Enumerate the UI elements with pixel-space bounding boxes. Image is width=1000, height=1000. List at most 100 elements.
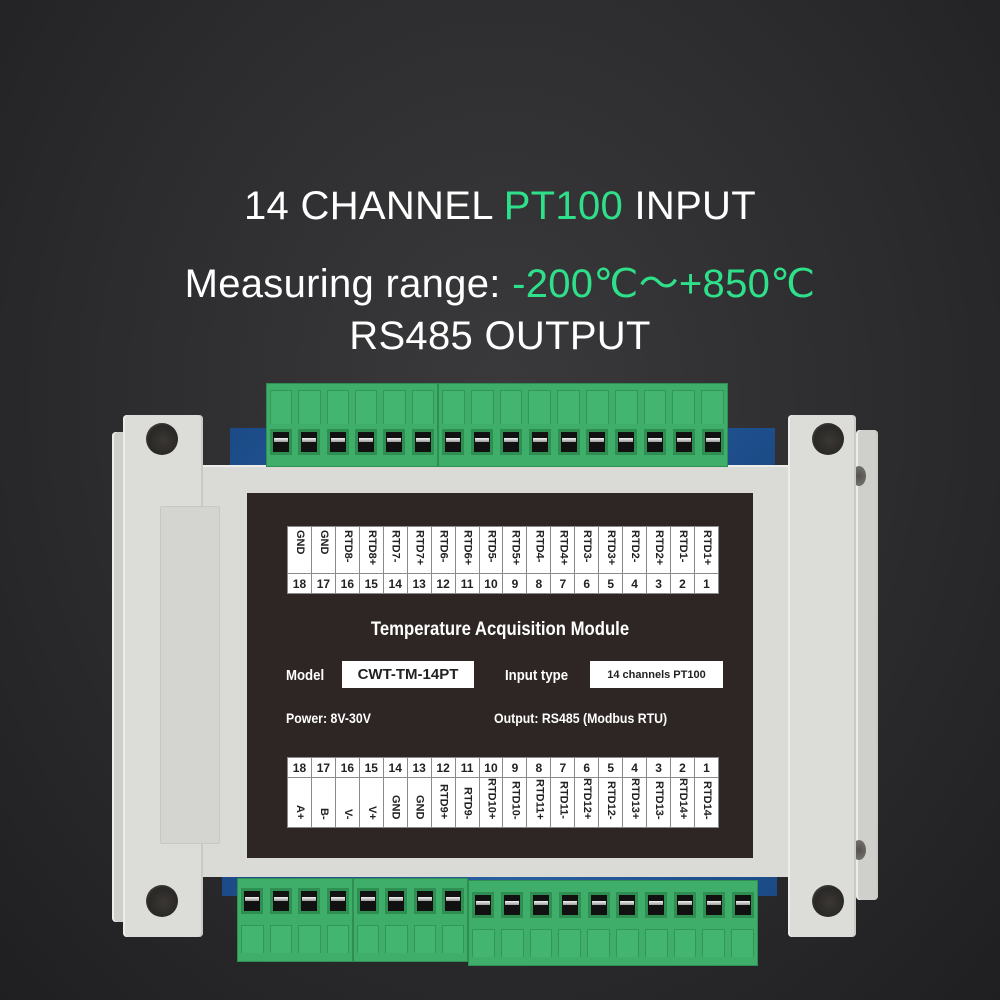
model-label: Model (286, 667, 325, 684)
pin-label: A+ (287, 776, 312, 829)
screw-terminal[interactable] (411, 429, 434, 455)
pin-label: RTD6- (430, 526, 456, 574)
pin-label: RTD6+ (454, 526, 480, 574)
screw-terminal[interactable] (472, 892, 495, 918)
screw-terminal[interactable] (702, 892, 725, 918)
screw-terminal[interactable] (673, 892, 696, 918)
screw-terminal[interactable] (385, 888, 408, 914)
screw-terminal[interactable] (558, 892, 581, 918)
pin-label: RTD12- (598, 776, 624, 829)
pin-label: RTD7+ (406, 526, 432, 574)
screw-terminal[interactable] (701, 429, 724, 455)
pin-label: RTD5- (478, 526, 504, 574)
screw-terminal[interactable] (528, 429, 551, 455)
pin-label: RTD4- (526, 526, 552, 574)
top-pinout-table: GND GND RTD8- RTD8+ RTD7- RTD7+ RTD6- RT… (287, 526, 720, 594)
pin-number: 18 (287, 757, 312, 778)
pin-number: 4 (622, 573, 648, 594)
pin-number: 18 (287, 573, 312, 594)
pin-number: 14 (382, 757, 408, 778)
bottom-pinout-table: 18 17 16 15 14 13 12 11 10 9 8 7 6 5 4 3… (287, 757, 720, 829)
pin-number: 6 (574, 757, 600, 778)
headline-channels: 14 CHANNEL PT100 INPUT (0, 184, 1000, 229)
pin-label: RTD9+ (430, 776, 456, 829)
screw-terminal[interactable] (326, 429, 349, 455)
terminal-block-bottom-3[interactable] (468, 880, 758, 966)
pin-number-row: 18 17 16 15 14 13 12 11 10 9 8 7 6 5 4 3… (287, 757, 720, 778)
screw-terminal[interactable] (326, 888, 349, 914)
input-type-label: Input type (505, 667, 569, 684)
screw-terminal[interactable] (383, 429, 406, 455)
pin-label: RTD1+ (693, 526, 720, 574)
pin-label: V- (334, 776, 360, 829)
pin-label: RTD12+ (574, 776, 600, 829)
pin-number: 6 (574, 573, 600, 594)
pin-number: 9 (502, 573, 528, 594)
pin-number: 5 (598, 757, 624, 778)
screw-terminal[interactable] (587, 892, 610, 918)
screw-terminal[interactable] (298, 429, 321, 455)
pin-name-row: A+ B- V- V+ GND GND RTD9+ RTD9- RTD10+ R… (287, 776, 720, 829)
screw-terminal[interactable] (645, 892, 668, 918)
screw-terminal[interactable] (616, 892, 639, 918)
pin-number: 7 (550, 573, 576, 594)
pin-number: 16 (334, 573, 360, 594)
pin-label: GND (406, 776, 432, 829)
terminal-block-top-right[interactable] (438, 383, 728, 467)
pin-number: 5 (598, 573, 624, 594)
pin-label: RTD9- (454, 776, 480, 829)
screw-terminal[interactable] (269, 888, 292, 914)
screw-terminal[interactable] (615, 429, 638, 455)
pin-number: 1 (693, 573, 720, 594)
headline-output: RS485 OUTPUT (349, 314, 651, 358)
pin-number: 9 (502, 757, 528, 778)
screw-terminal[interactable] (413, 888, 436, 914)
terminal-block-bottom-2[interactable] (353, 878, 468, 962)
headline-sensor-type: PT100 (503, 184, 624, 228)
terminal-block-bottom-1[interactable] (237, 878, 353, 962)
pin-number: 12 (430, 757, 456, 778)
screw-terminal[interactable] (643, 429, 666, 455)
pin-number: 3 (646, 757, 671, 778)
screw-terminal[interactable] (471, 429, 494, 455)
pin-number: 11 (454, 757, 480, 778)
pin-number: 14 (382, 573, 408, 594)
screw-terminal[interactable] (357, 888, 380, 914)
screw-terminal[interactable] (441, 888, 464, 914)
screw-terminal[interactable] (298, 888, 321, 914)
pin-number: 8 (526, 757, 552, 778)
model-value: CWT-TM-14PT (342, 661, 474, 688)
pin-number: 4 (622, 757, 648, 778)
mount-hole-top-right (812, 423, 844, 455)
screw-terminal[interactable] (241, 888, 264, 914)
pin-label: RTD11- (550, 776, 576, 829)
terminal-screws (238, 883, 352, 919)
label-plate: GND GND RTD8- RTD8+ RTD7- RTD7+ RTD6- RT… (247, 493, 753, 858)
pin-label: B- (310, 776, 336, 829)
pin-number: 7 (550, 757, 576, 778)
screw-terminal[interactable] (529, 892, 552, 918)
screw-terminal[interactable] (355, 429, 378, 455)
screw-terminal[interactable] (731, 892, 754, 918)
pin-number: 2 (670, 573, 695, 594)
headline-range: Measuring range: -200℃～+850℃ (0, 251, 1000, 309)
pin-label: RTD14+ (670, 776, 695, 829)
pin-number: 13 (406, 573, 432, 594)
terminal-block-top-left[interactable] (266, 383, 438, 467)
screw-terminal[interactable] (586, 429, 609, 455)
pin-label: RTD14- (693, 776, 720, 829)
pin-label: RTD8+ (358, 526, 384, 574)
screw-terminal[interactable] (499, 429, 522, 455)
screw-terminal[interactable] (442, 429, 465, 455)
output-spec: Output: RS485 (Modbus RTU) (494, 710, 668, 726)
screw-terminal[interactable] (501, 892, 524, 918)
screw-terminal[interactable] (672, 429, 695, 455)
screw-terminal[interactable] (270, 429, 293, 455)
pin-label: RTD10+ (478, 776, 504, 829)
mount-hole-bottom-right (812, 885, 844, 917)
pin-name-row: GND GND RTD8- RTD8+ RTD7- RTD7+ RTD6- RT… (287, 526, 720, 574)
pin-number: 15 (358, 757, 384, 778)
side-recess (160, 506, 220, 844)
pin-label: RTD3- (574, 526, 600, 574)
screw-terminal[interactable] (557, 429, 580, 455)
